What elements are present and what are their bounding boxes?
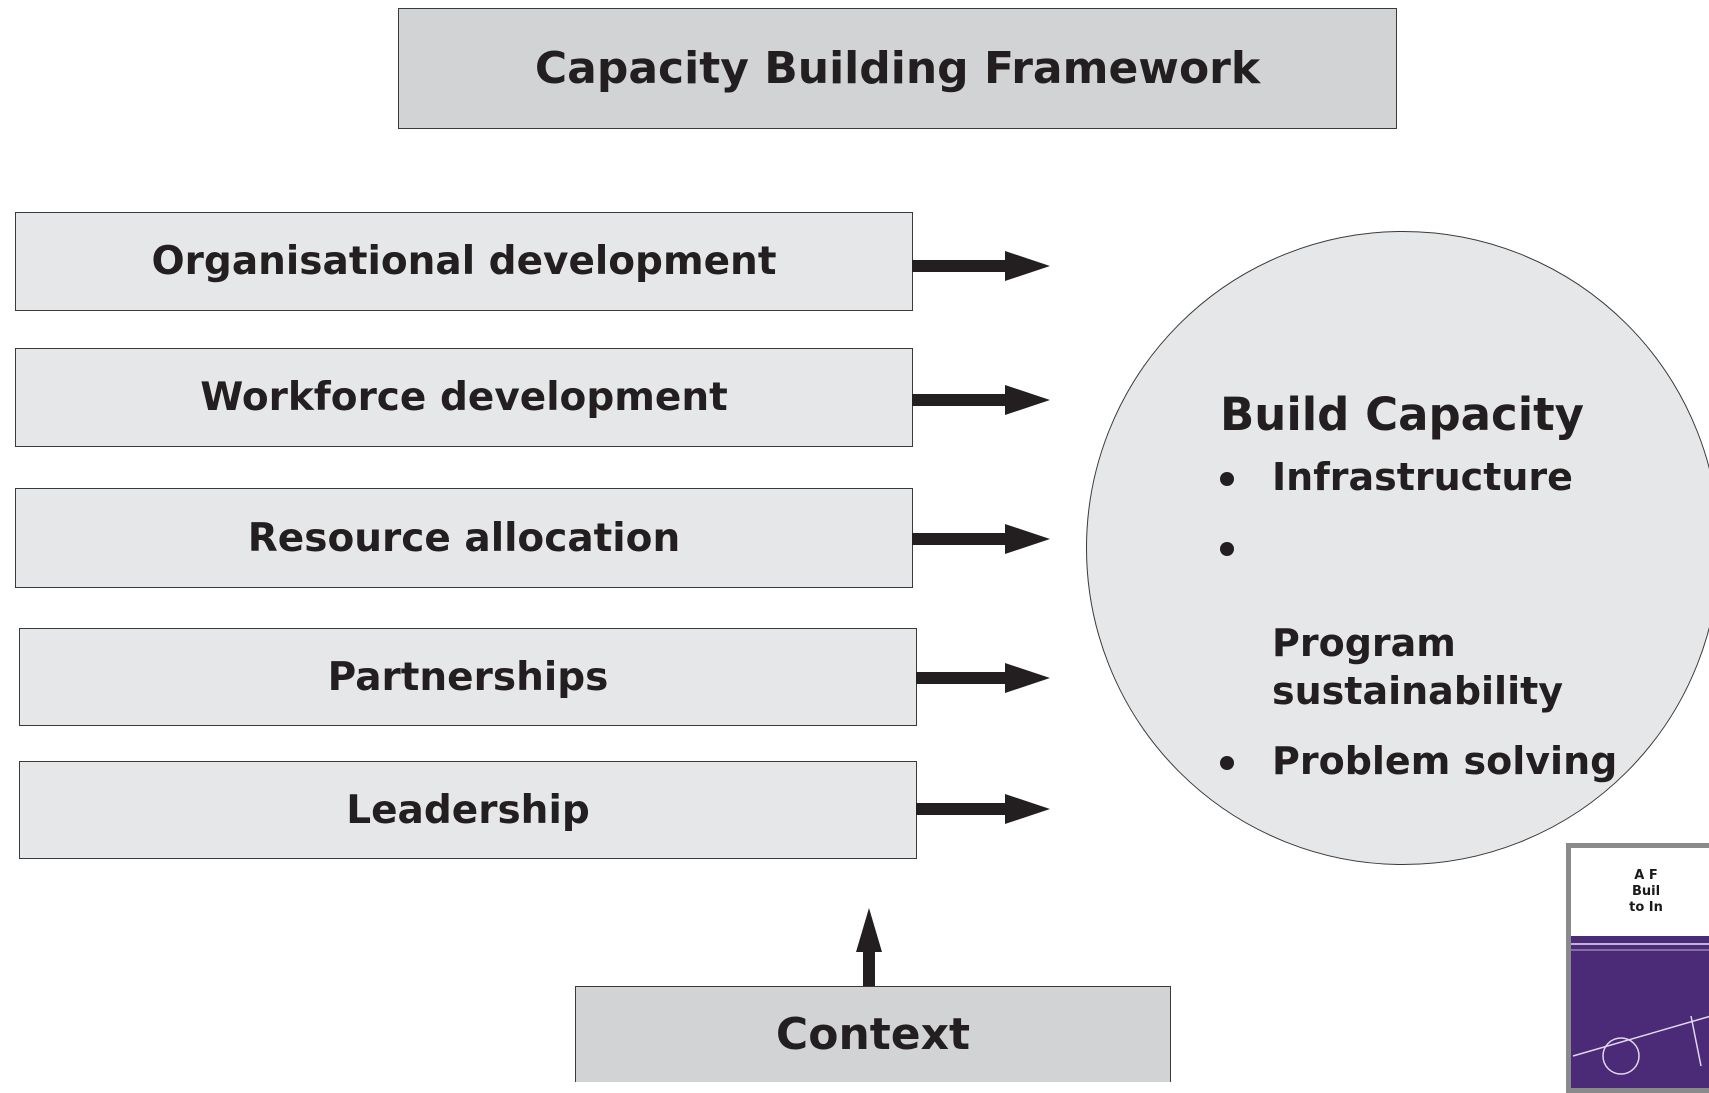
factor-resource-allocation: Resource allocation [15,488,913,588]
capacity-item-problem-solving: Problem solving [1220,737,1617,785]
capacity-item-label: Infrastructure [1272,455,1573,499]
capacity-item-label: Problem solving [1272,739,1618,783]
report-cover-thumbnail: A F Buil to In [1566,843,1709,1093]
cover-line-art-icon [1571,943,1709,1075]
context-label: Context [775,1009,971,1060]
arrow-organisational-development [912,251,1050,281]
cover-purple-band [1571,936,1709,1088]
build-capacity-heading: Build Capacity [1220,388,1584,441]
factor-label: Resource allocation [247,515,681,561]
arrow-resource-allocation [912,524,1050,554]
capacity-list: Infrastructure Program sustainability Pr… [1220,453,1617,785]
capacity-item-infrastructure: Infrastructure [1220,453,1617,501]
cover-title-line: A F [1634,868,1658,883]
bullet-icon [1220,472,1234,486]
cover-title: A F Buil to In [1571,868,1709,916]
bullet-icon [1220,756,1234,770]
factor-label: Workforce development [200,375,728,420]
cover-title-line: Buil [1631,884,1661,899]
arrow-context [856,908,882,988]
factor-label: Leadership [346,787,590,833]
build-capacity-circle [1086,231,1709,865]
capacity-item-program-sustainability: Program sustainability [1220,523,1617,715]
factor-label: Partnerships [327,654,609,700]
build-capacity-content: Build Capacity Infrastructure Program su… [1220,388,1617,807]
framework-title: Capacity Building Framework [534,43,1261,94]
bullet-icon [1220,542,1234,556]
factor-leadership: Leadership [19,761,917,859]
framework-title-box: Capacity Building Framework [398,8,1397,129]
capacity-item-label: Program sustainability [1272,621,1564,713]
arrow-workforce-development [912,385,1050,415]
factor-organisational-development: Organisational development [15,212,913,311]
arrow-partnerships [916,663,1050,693]
context-box: Context [575,986,1171,1082]
factor-label: Organisational development [151,239,777,284]
factor-workforce-development: Workforce development [15,348,913,447]
cover-title-line: to In [1629,900,1663,915]
arrow-leadership [916,794,1050,824]
factor-partnerships: Partnerships [19,628,917,726]
